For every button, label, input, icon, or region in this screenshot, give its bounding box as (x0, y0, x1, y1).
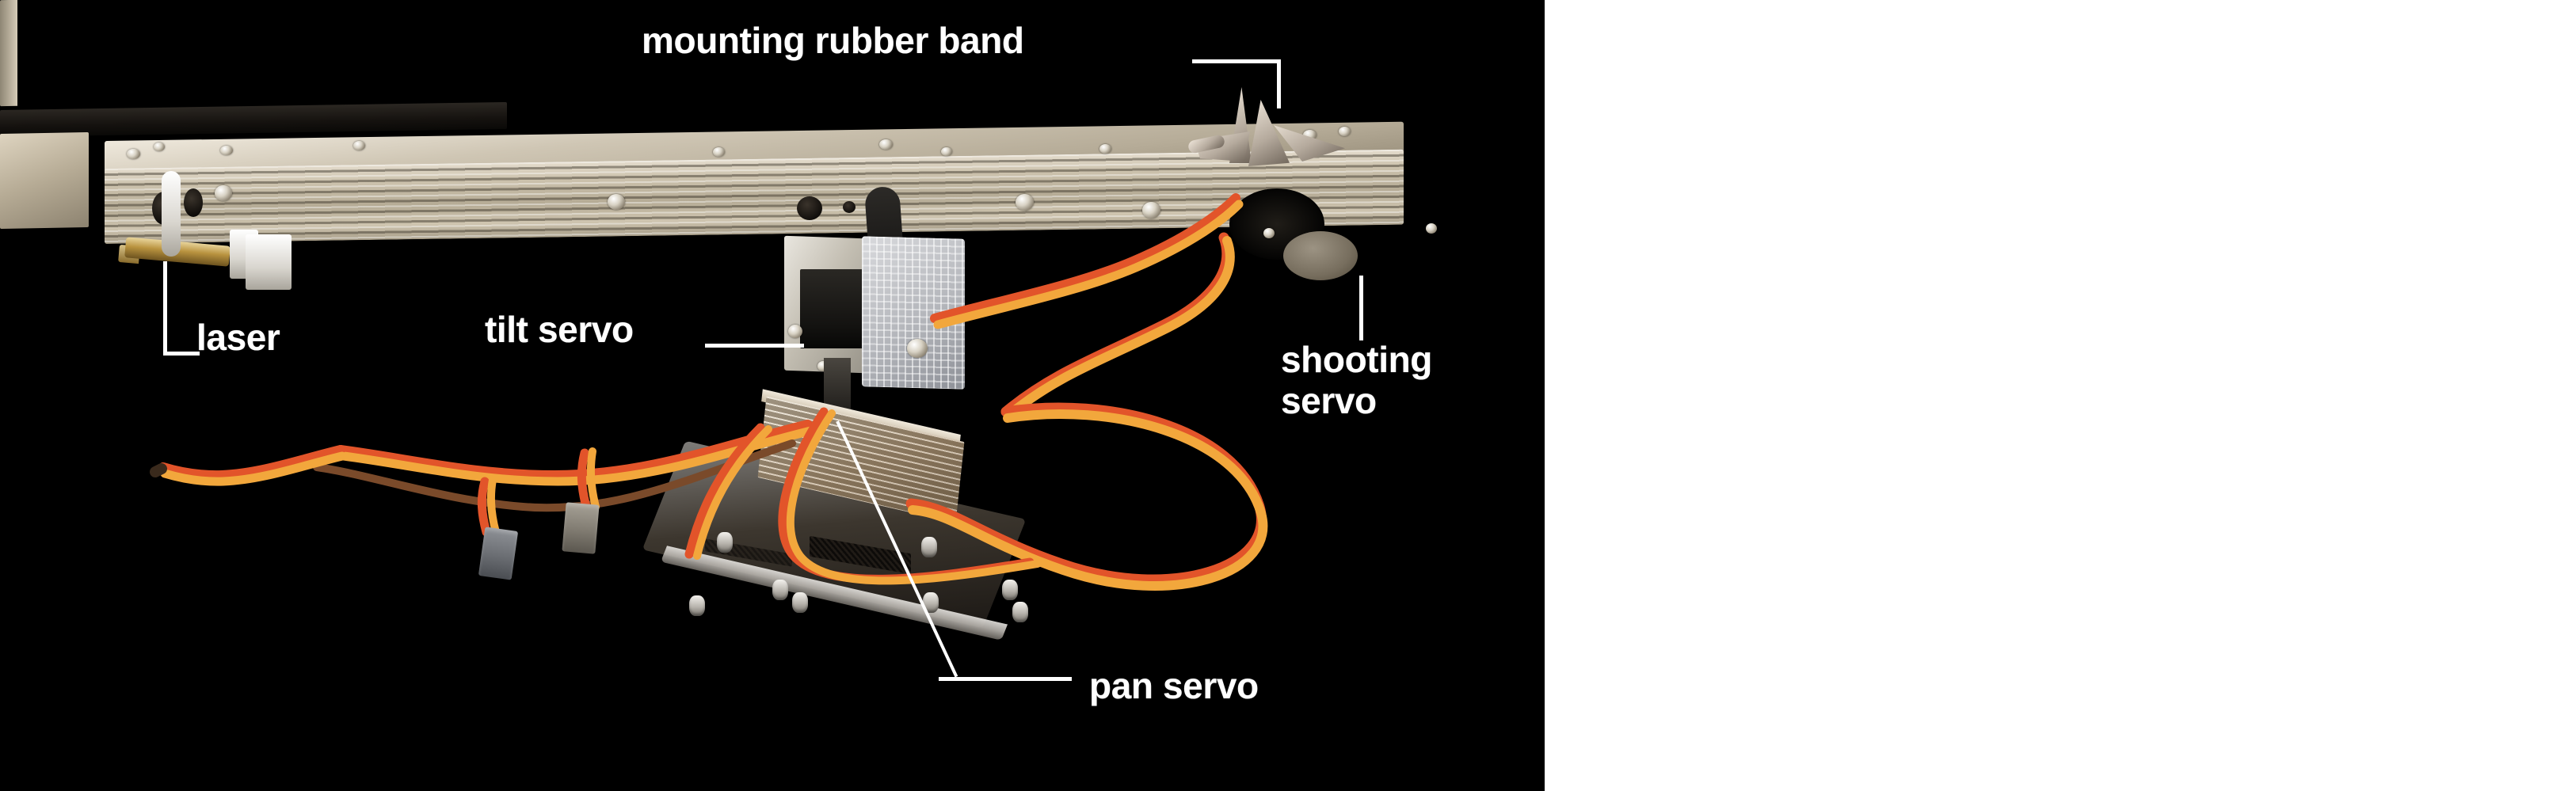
photograph: mounting rubber band laser tilt servo sh… (0, 0, 1545, 791)
leader-shooting-servo (1359, 276, 1363, 340)
shooting-servo-screw (1263, 228, 1275, 238)
servo-connector (562, 502, 600, 554)
rail-hex-screw (215, 185, 232, 201)
base-standoff (923, 592, 939, 613)
rail-left-endcap (0, 0, 17, 107)
rail-screw (154, 143, 165, 151)
label-mounting-rubber-band: mounting rubber band (642, 20, 1024, 61)
label-laser: laser (196, 317, 280, 358)
servo-connector (478, 527, 519, 580)
base-standoff (1002, 580, 1018, 600)
base-standoff (921, 537, 937, 557)
shooting-servo-screw (1426, 223, 1437, 234)
rail-screw (713, 147, 725, 157)
tilt-servo-body (800, 269, 870, 348)
leader-mounting-rubber-band-h (1192, 59, 1281, 63)
rail-bore-hole (843, 201, 855, 213)
rail-hex-screw (1016, 194, 1034, 211)
leader-pan-servo-h (939, 677, 1072, 681)
rail-screw (941, 147, 952, 156)
label-tilt-servo: tilt servo (485, 309, 634, 350)
leader-tilt-servo (705, 344, 804, 348)
page-whitespace (1545, 0, 2576, 791)
laser-nylon-clip (162, 171, 181, 257)
leader-mounting-rubber-band-v (1277, 59, 1281, 108)
tilt-bracket-screw (788, 325, 802, 338)
base-standoff (689, 595, 705, 616)
tilt-servo-face-plate (862, 236, 965, 390)
rail-screw (353, 141, 365, 150)
label-shooting-servo: shooting servo (1281, 339, 1432, 421)
rail-screw (1339, 127, 1351, 136)
mounting-rubber-band-part (1187, 86, 1378, 166)
rail-screw (127, 149, 140, 159)
base-standoff (792, 592, 808, 613)
base-standoff (717, 532, 733, 553)
base-standoff (772, 580, 788, 600)
base-standoff (1012, 602, 1028, 622)
rail-nylon-clip-large (246, 234, 292, 290)
rail-screw (220, 146, 233, 155)
rail-screw (879, 139, 893, 150)
leader-laser-h (163, 352, 200, 356)
rail-muzzle-block (0, 132, 89, 229)
shooting-servo-disc (1283, 231, 1358, 280)
tilt-servo-screw (907, 339, 928, 358)
rail-screw (1099, 144, 1111, 154)
rail-hex-screw (1142, 202, 1160, 219)
label-pan-servo: pan servo (1089, 665, 1259, 706)
rail-port-hole (184, 188, 203, 217)
rail-bore-hole (797, 196, 822, 220)
leader-laser-v (163, 261, 167, 355)
rail-hex-screw (608, 194, 625, 210)
